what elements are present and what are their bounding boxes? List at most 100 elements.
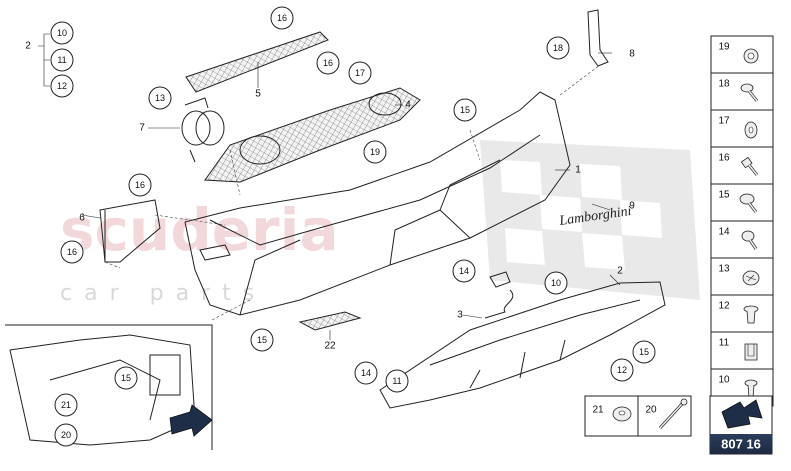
- legend-number-17: 17: [718, 116, 730, 127]
- legend-row-12: 12: [710, 294, 774, 333]
- legend-row-16: 16: [710, 146, 774, 185]
- label-22: 22: [324, 341, 336, 352]
- svg-text:10: 10: [57, 28, 67, 38]
- svg-text:16: 16: [277, 13, 287, 23]
- legend-row-14: 14: [710, 220, 774, 259]
- arrow-icon: [169, 404, 213, 437]
- side-bracket: [587, 9, 609, 67]
- flat-washer-icon: [612, 406, 632, 422]
- label-4: 4: [405, 100, 411, 111]
- callout-11-lower: 11: [385, 369, 409, 393]
- callout-14-sensor: 14: [452, 259, 476, 283]
- svg-text:15: 15: [639, 347, 649, 357]
- svg-text:16: 16: [323, 58, 333, 68]
- flange-screw-icon: [739, 193, 758, 213]
- watermark-subtitle: car parts: [60, 281, 266, 306]
- callout-11-top: 11: [50, 48, 74, 72]
- svg-text:21: 21: [61, 400, 71, 410]
- diagram-number: 807 16: [721, 437, 761, 452]
- legend-number-19: 19: [718, 42, 730, 53]
- legend-number-12: 12: [718, 301, 730, 312]
- legend-row-11: 11: [710, 331, 774, 370]
- legend-number-20: 20: [645, 405, 657, 416]
- checkered-flag-icon: [480, 140, 700, 300]
- callouts: 10 11 12 16 16 17 13 15 19 16 16 18 14 1…: [50, 6, 656, 447]
- nav-arrow-icon: [721, 399, 763, 429]
- legend-number-21: 21: [592, 405, 604, 416]
- label-2-diffuser: 2: [617, 266, 623, 277]
- clip-nut-icon: [743, 48, 759, 64]
- svg-text:17: 17: [355, 68, 365, 78]
- label-2-top: 2: [25, 41, 31, 52]
- svg-text:11: 11: [57, 55, 66, 65]
- cover-plate: [298, 311, 362, 331]
- legend-row-15: 15: [710, 183, 774, 222]
- rear-diffuser: [379, 281, 666, 409]
- callout-13: 13: [148, 86, 172, 110]
- rear-bumper: [184, 91, 571, 316]
- callout-15-inset: 15: [114, 366, 138, 390]
- svg-text:19: 19: [370, 147, 380, 157]
- callout-16-left-upper: 16: [128, 173, 152, 197]
- inset-detail: [5, 324, 213, 450]
- svg-text:15: 15: [460, 105, 470, 115]
- svg-text:16: 16: [67, 247, 77, 257]
- long-bolt-icon: [658, 398, 688, 430]
- callout-19: 19: [363, 140, 387, 164]
- pan-screw-icon: [740, 83, 759, 102]
- upper-mesh-strip: [185, 31, 329, 93]
- legend-number-15: 15: [718, 190, 730, 201]
- watermark-logo: scuderia: [60, 196, 339, 264]
- legend-number-18: 18: [718, 79, 730, 90]
- washer-icon: [744, 121, 758, 139]
- hex-bolt-icon: [740, 156, 759, 176]
- label-6: 6: [79, 213, 85, 224]
- callout-17-grille: 17: [348, 61, 372, 85]
- label-9: 9: [629, 201, 635, 212]
- svg-text:15: 15: [257, 335, 267, 345]
- svg-text:12: 12: [617, 365, 627, 375]
- leader-lines: [38, 33, 621, 340]
- legend-row-19: 19: [710, 35, 774, 74]
- legend-number-11: 11: [719, 338, 730, 349]
- spring-clip-icon: [744, 343, 758, 361]
- callout-15-diffuser: 15: [632, 340, 656, 364]
- label-8: 8: [629, 49, 635, 60]
- legend-row-13: 13: [710, 257, 774, 296]
- legend-number-13: 13: [718, 264, 730, 275]
- legend-row-18: 18: [710, 72, 774, 111]
- svg-text:10: 10: [551, 278, 561, 288]
- legend-row-17: 17: [710, 109, 774, 148]
- callout-16-left-lower: 16: [60, 240, 84, 264]
- callout-18: 18: [546, 36, 570, 60]
- part-labels: 2 5 4 7 1 8 9 6 3 22 2: [25, 41, 635, 352]
- torx-screw-icon: [741, 230, 758, 250]
- callout-16-mesh: 16: [270, 6, 294, 30]
- svg-text:15: 15: [121, 373, 131, 383]
- legend-number-16: 16: [718, 153, 730, 164]
- label-5: 5: [255, 89, 261, 100]
- callout-10-diffuser: 10: [544, 271, 568, 295]
- speed-nut-icon: [742, 270, 760, 286]
- watermark: scuderia car parts: [60, 140, 700, 306]
- rear-grille: [204, 87, 421, 183]
- callout-15-bumper: 15: [453, 98, 477, 122]
- fastener-legend: 19 18 17 16 15 14 13 12 11 10: [710, 35, 774, 407]
- expansion-rivet-icon: [743, 305, 759, 324]
- svg-text:13: 13: [155, 93, 165, 103]
- left-bracket: [99, 199, 161, 263]
- legend-number-14: 14: [718, 227, 730, 238]
- svg-text:11: 11: [392, 376, 401, 386]
- exhaust-tip: [181, 97, 225, 163]
- fastener-legend-bottom: 21 20: [584, 395, 692, 437]
- callout-12-diffuser: 12: [610, 358, 634, 382]
- callout-21-inset: 21: [54, 393, 78, 417]
- label-1: 1: [575, 165, 581, 176]
- sensor-harness: [484, 271, 514, 319]
- callout-16-grille: 16: [316, 51, 340, 75]
- svg-text:14: 14: [361, 368, 371, 378]
- legend-number-10: 10: [718, 375, 730, 386]
- callout-14-lower: 14: [354, 361, 378, 385]
- svg-text:18: 18: [553, 43, 563, 53]
